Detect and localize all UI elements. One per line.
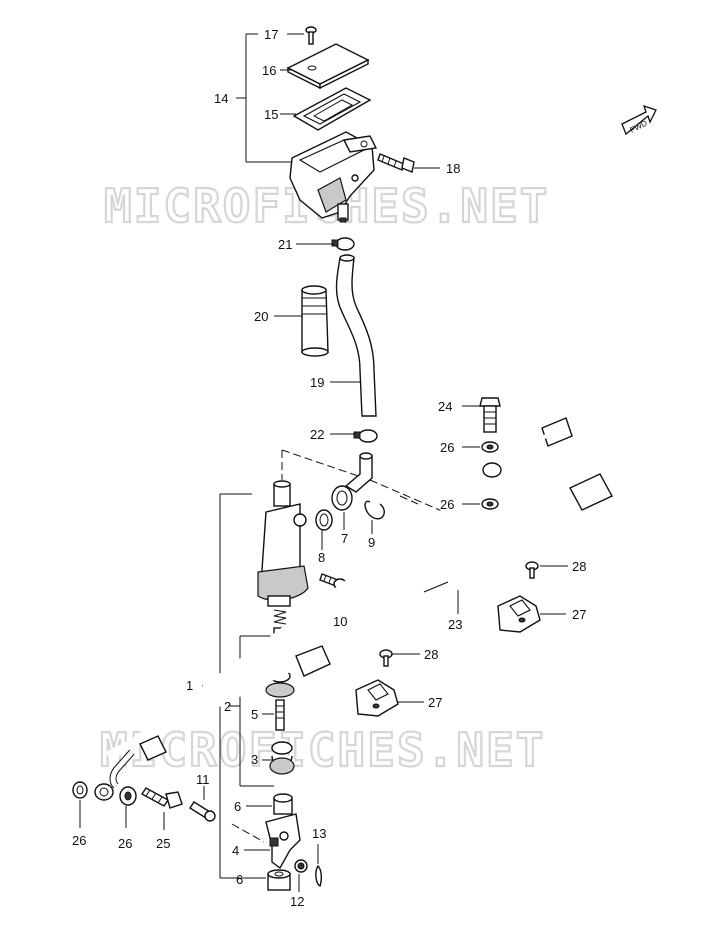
- callout-17: 17: [264, 27, 278, 42]
- brake-hose-23: [94, 405, 635, 801]
- callout-26-left-a: 26: [72, 833, 86, 848]
- callout-14: 14: [214, 91, 228, 106]
- washer-26-upper: [481, 441, 499, 453]
- callout-18: 18: [446, 161, 460, 176]
- callout-5: 5: [251, 707, 258, 722]
- callout-27-upper: 27: [572, 607, 586, 622]
- cotter-pin-13: [315, 864, 323, 887]
- master-cylinder-14: [289, 131, 378, 223]
- callout-26-upper: 26: [440, 440, 454, 455]
- callout-27-lower: 27: [428, 695, 442, 710]
- callout-2: 2: [224, 699, 231, 714]
- boot-20: [301, 285, 329, 357]
- callout-28-lower: 28: [424, 647, 438, 662]
- master-cylinder-body: [257, 480, 309, 607]
- callout-24: 24: [438, 399, 452, 414]
- callout-25: 25: [156, 836, 170, 851]
- reservoir-group: [236, 26, 440, 223]
- washer-26-mid: [481, 498, 499, 510]
- watermark-bottom: MICROFICHES.NET: [100, 723, 545, 777]
- screw-28-lower: [379, 649, 393, 667]
- rear-master-cylinder-group: [189, 449, 501, 892]
- o-ring-8: [315, 509, 333, 531]
- callout-6-upper: 6: [234, 799, 241, 814]
- fwd-arrow-icon: FWD: [621, 104, 657, 136]
- callout-11: 11: [196, 772, 210, 787]
- screw-17: [305, 26, 317, 45]
- callout-21: 21: [278, 237, 292, 252]
- callout-26-left-b: 26: [118, 836, 132, 851]
- callout-13: 13: [312, 826, 326, 841]
- screw-28-upper: [525, 561, 539, 579]
- callout-15: 15: [264, 107, 278, 122]
- callout-4: 4: [232, 843, 239, 858]
- callout-labels: 17 16 14 15 18 21 20 19 24 22 26 26 8 7 …: [72, 27, 586, 909]
- clevis-4: [265, 813, 301, 870]
- callout-1: 1: [186, 678, 193, 693]
- diaphragm-15: [292, 87, 372, 131]
- fitting-7: [331, 452, 373, 511]
- callout-22: 22: [310, 427, 324, 442]
- nut-6-upper: [273, 793, 293, 815]
- bolt-11: [189, 801, 216, 822]
- reservoir-hose-group: [274, 237, 378, 443]
- callout-26-mid: 26: [440, 497, 454, 512]
- hose-clamp-27-upper: [497, 595, 541, 633]
- callout-23: 23: [448, 617, 462, 632]
- bolt-18: [377, 153, 415, 173]
- clamp-22: [353, 429, 378, 443]
- nut-6-lower: [267, 869, 291, 891]
- reservoir-cap-16: [286, 43, 370, 90]
- circlip-9: [364, 500, 385, 520]
- washer-12: [294, 859, 308, 873]
- callout-6-lower: 6: [236, 872, 243, 887]
- washer-26-left-a: [72, 781, 88, 799]
- callout-8: 8: [318, 550, 325, 565]
- hose-clamp-27-lower: [355, 679, 399, 717]
- callout-9: 9: [368, 535, 375, 550]
- banjo-bolt-25: [140, 787, 183, 809]
- callout-16: 16: [262, 63, 276, 78]
- callout-10: 10: [333, 614, 347, 629]
- clamp-21: [331, 237, 355, 251]
- callout-7: 7: [341, 531, 348, 546]
- washer-26-left-b: [119, 786, 137, 806]
- callout-19: 19: [310, 375, 324, 390]
- callout-28-upper: 28: [572, 559, 586, 574]
- banjo-bolt-24: [479, 397, 501, 433]
- callout-12: 12: [290, 894, 304, 909]
- callout-20: 20: [254, 309, 268, 324]
- callout-3: 3: [251, 752, 258, 767]
